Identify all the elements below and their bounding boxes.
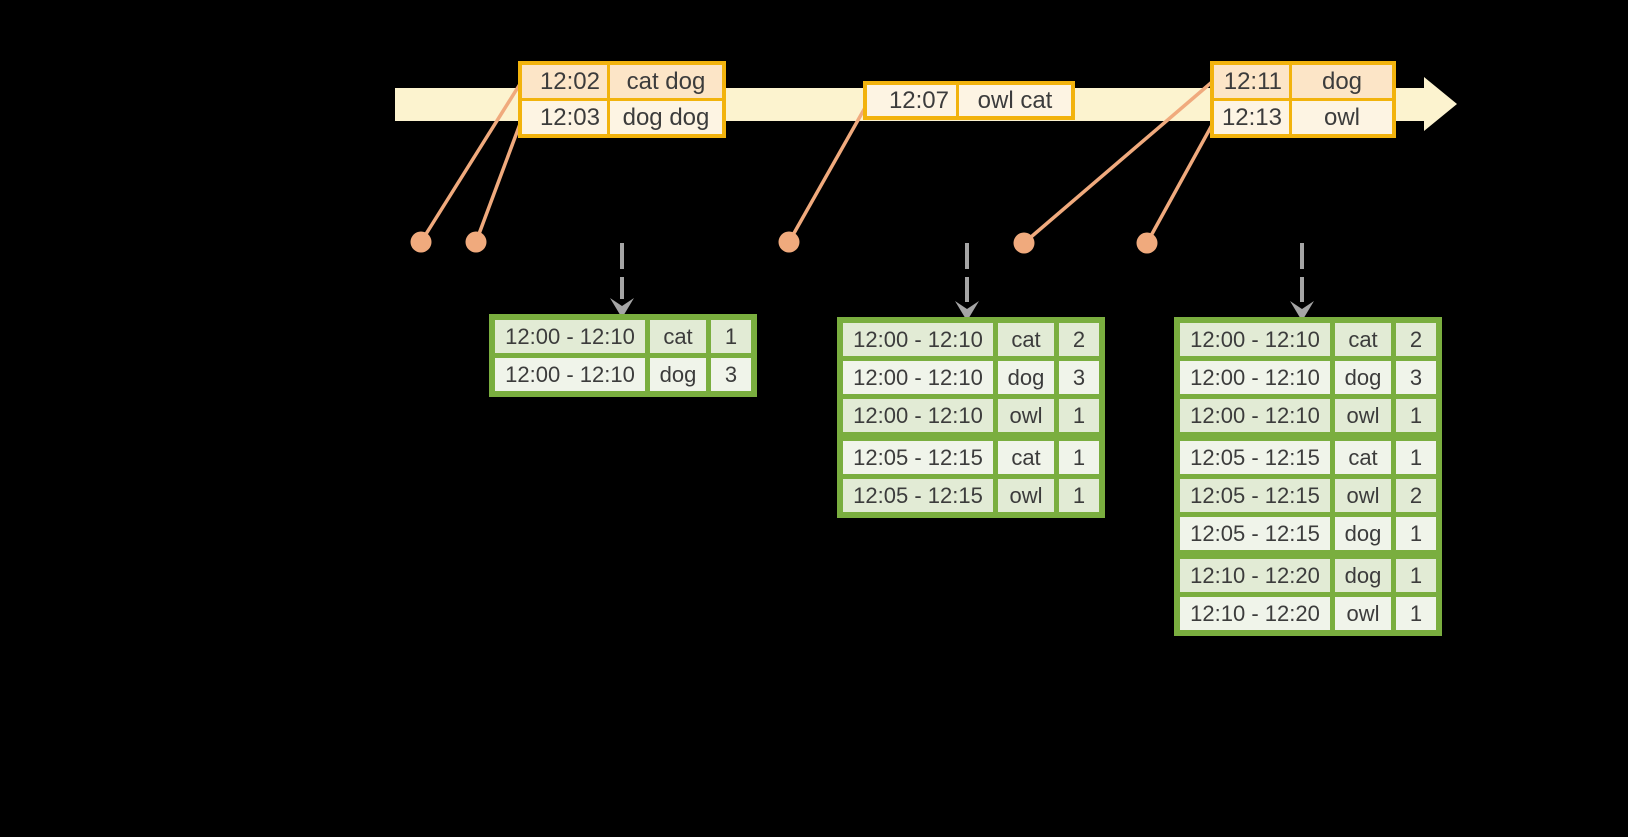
- result-word-cell: dog: [1330, 356, 1396, 399]
- result-window-cell: 12:00 - 12:10: [837, 356, 998, 399]
- result-word-cell: owl: [1330, 592, 1396, 636]
- result-count-cell: 3: [706, 353, 757, 397]
- event-dot-icon: [410, 231, 432, 253]
- result-window-cell: 12:00 - 12:10: [1174, 394, 1335, 439]
- result-word-cell: dog: [645, 353, 711, 397]
- result-word-cell: dog: [993, 356, 1059, 399]
- result-window-cell: 12:00 - 12:10: [837, 317, 998, 361]
- trigger-arrowheads: [610, 298, 1314, 321]
- event-connector-line: [787, 105, 868, 243]
- result-word-cell: cat: [993, 432, 1059, 479]
- result-word-cell: cat: [993, 317, 1059, 361]
- result-count-cell: 1: [706, 314, 757, 358]
- result-count-cell: 1: [1391, 432, 1442, 479]
- result-word-cell: dog: [1330, 512, 1396, 557]
- event-dots: [410, 231, 1158, 254]
- result-window-cell: 12:05 - 12:15: [1174, 512, 1335, 557]
- result-count-cell: 1: [1054, 474, 1105, 518]
- event-words-cell: owl: [1289, 98, 1396, 138]
- result-word-cell: cat: [645, 314, 711, 358]
- event-words-cell: cat dog: [607, 61, 726, 101]
- result-count-cell: 1: [1054, 432, 1105, 479]
- result-word-cell: cat: [1330, 432, 1396, 479]
- result-count-cell: 1: [1391, 394, 1442, 439]
- result-window-cell: 12:00 - 12:10: [1174, 317, 1335, 361]
- event-connector-line: [474, 123, 522, 243]
- event-words-cell: owl cat: [956, 81, 1075, 120]
- trigger-arrowhead-icon: [610, 298, 634, 318]
- event-dot-icon: [465, 231, 487, 253]
- result-count-cell: 3: [1391, 356, 1442, 399]
- event-dot-icon: [1013, 232, 1035, 254]
- timeline-arrowhead-icon: [1424, 77, 1457, 131]
- event-dot-icon: [778, 231, 800, 253]
- result-count-cell: 2: [1391, 317, 1442, 361]
- result-window-cell: 12:10 - 12:20: [1174, 550, 1335, 597]
- result-window-cell: 12:00 - 12:10: [837, 394, 998, 439]
- trigger-arrows: [620, 243, 1304, 302]
- result-count-cell: 1: [1391, 550, 1442, 597]
- result-window-cell: 12:00 - 12:10: [1174, 356, 1335, 399]
- result-count-cell: 1: [1054, 394, 1105, 439]
- result-window-cell: 12:05 - 12:15: [837, 432, 998, 479]
- event-time-cell: 12:13: [1210, 98, 1292, 138]
- event-time-cell: 12:11: [1210, 61, 1292, 101]
- result-count-cell: 1: [1391, 592, 1442, 636]
- result-word-cell: owl: [1330, 394, 1396, 439]
- result-count-cell: 2: [1391, 474, 1442, 517]
- result-word-cell: owl: [1330, 474, 1396, 517]
- event-dot-icon: [1136, 232, 1158, 254]
- event-connector-lines: [419, 80, 1214, 245]
- event-time-cell: 12:03: [518, 98, 610, 138]
- result-window-cell: 12:05 - 12:15: [1174, 474, 1335, 517]
- result-word-cell: dog: [1330, 550, 1396, 597]
- event-time-cell: 12:07: [863, 81, 959, 120]
- event-connector-line: [1022, 80, 1214, 245]
- result-window-cell: 12:00 - 12:10: [489, 314, 650, 358]
- trigger-arrowhead-icon: [1290, 301, 1314, 321]
- result-word-cell: owl: [993, 474, 1059, 518]
- result-window-cell: 12:05 - 12:15: [837, 474, 998, 518]
- result-window-cell: 12:00 - 12:10: [489, 353, 650, 397]
- result-count-cell: 2: [1054, 317, 1105, 361]
- event-connector-line: [419, 83, 522, 243]
- result-window-cell: 12:05 - 12:15: [1174, 432, 1335, 479]
- event-words-cell: dog: [1289, 61, 1396, 101]
- result-word-cell: owl: [993, 394, 1059, 439]
- event-words-cell: dog dog: [607, 98, 726, 138]
- event-connector-line: [1145, 124, 1214, 244]
- event-time-cell: 12:02: [518, 61, 610, 101]
- result-count-cell: 3: [1054, 356, 1105, 399]
- result-window-cell: 12:10 - 12:20: [1174, 592, 1335, 636]
- trigger-arrowhead-icon: [955, 301, 979, 321]
- result-count-cell: 1: [1391, 512, 1442, 557]
- result-word-cell: cat: [1330, 317, 1396, 361]
